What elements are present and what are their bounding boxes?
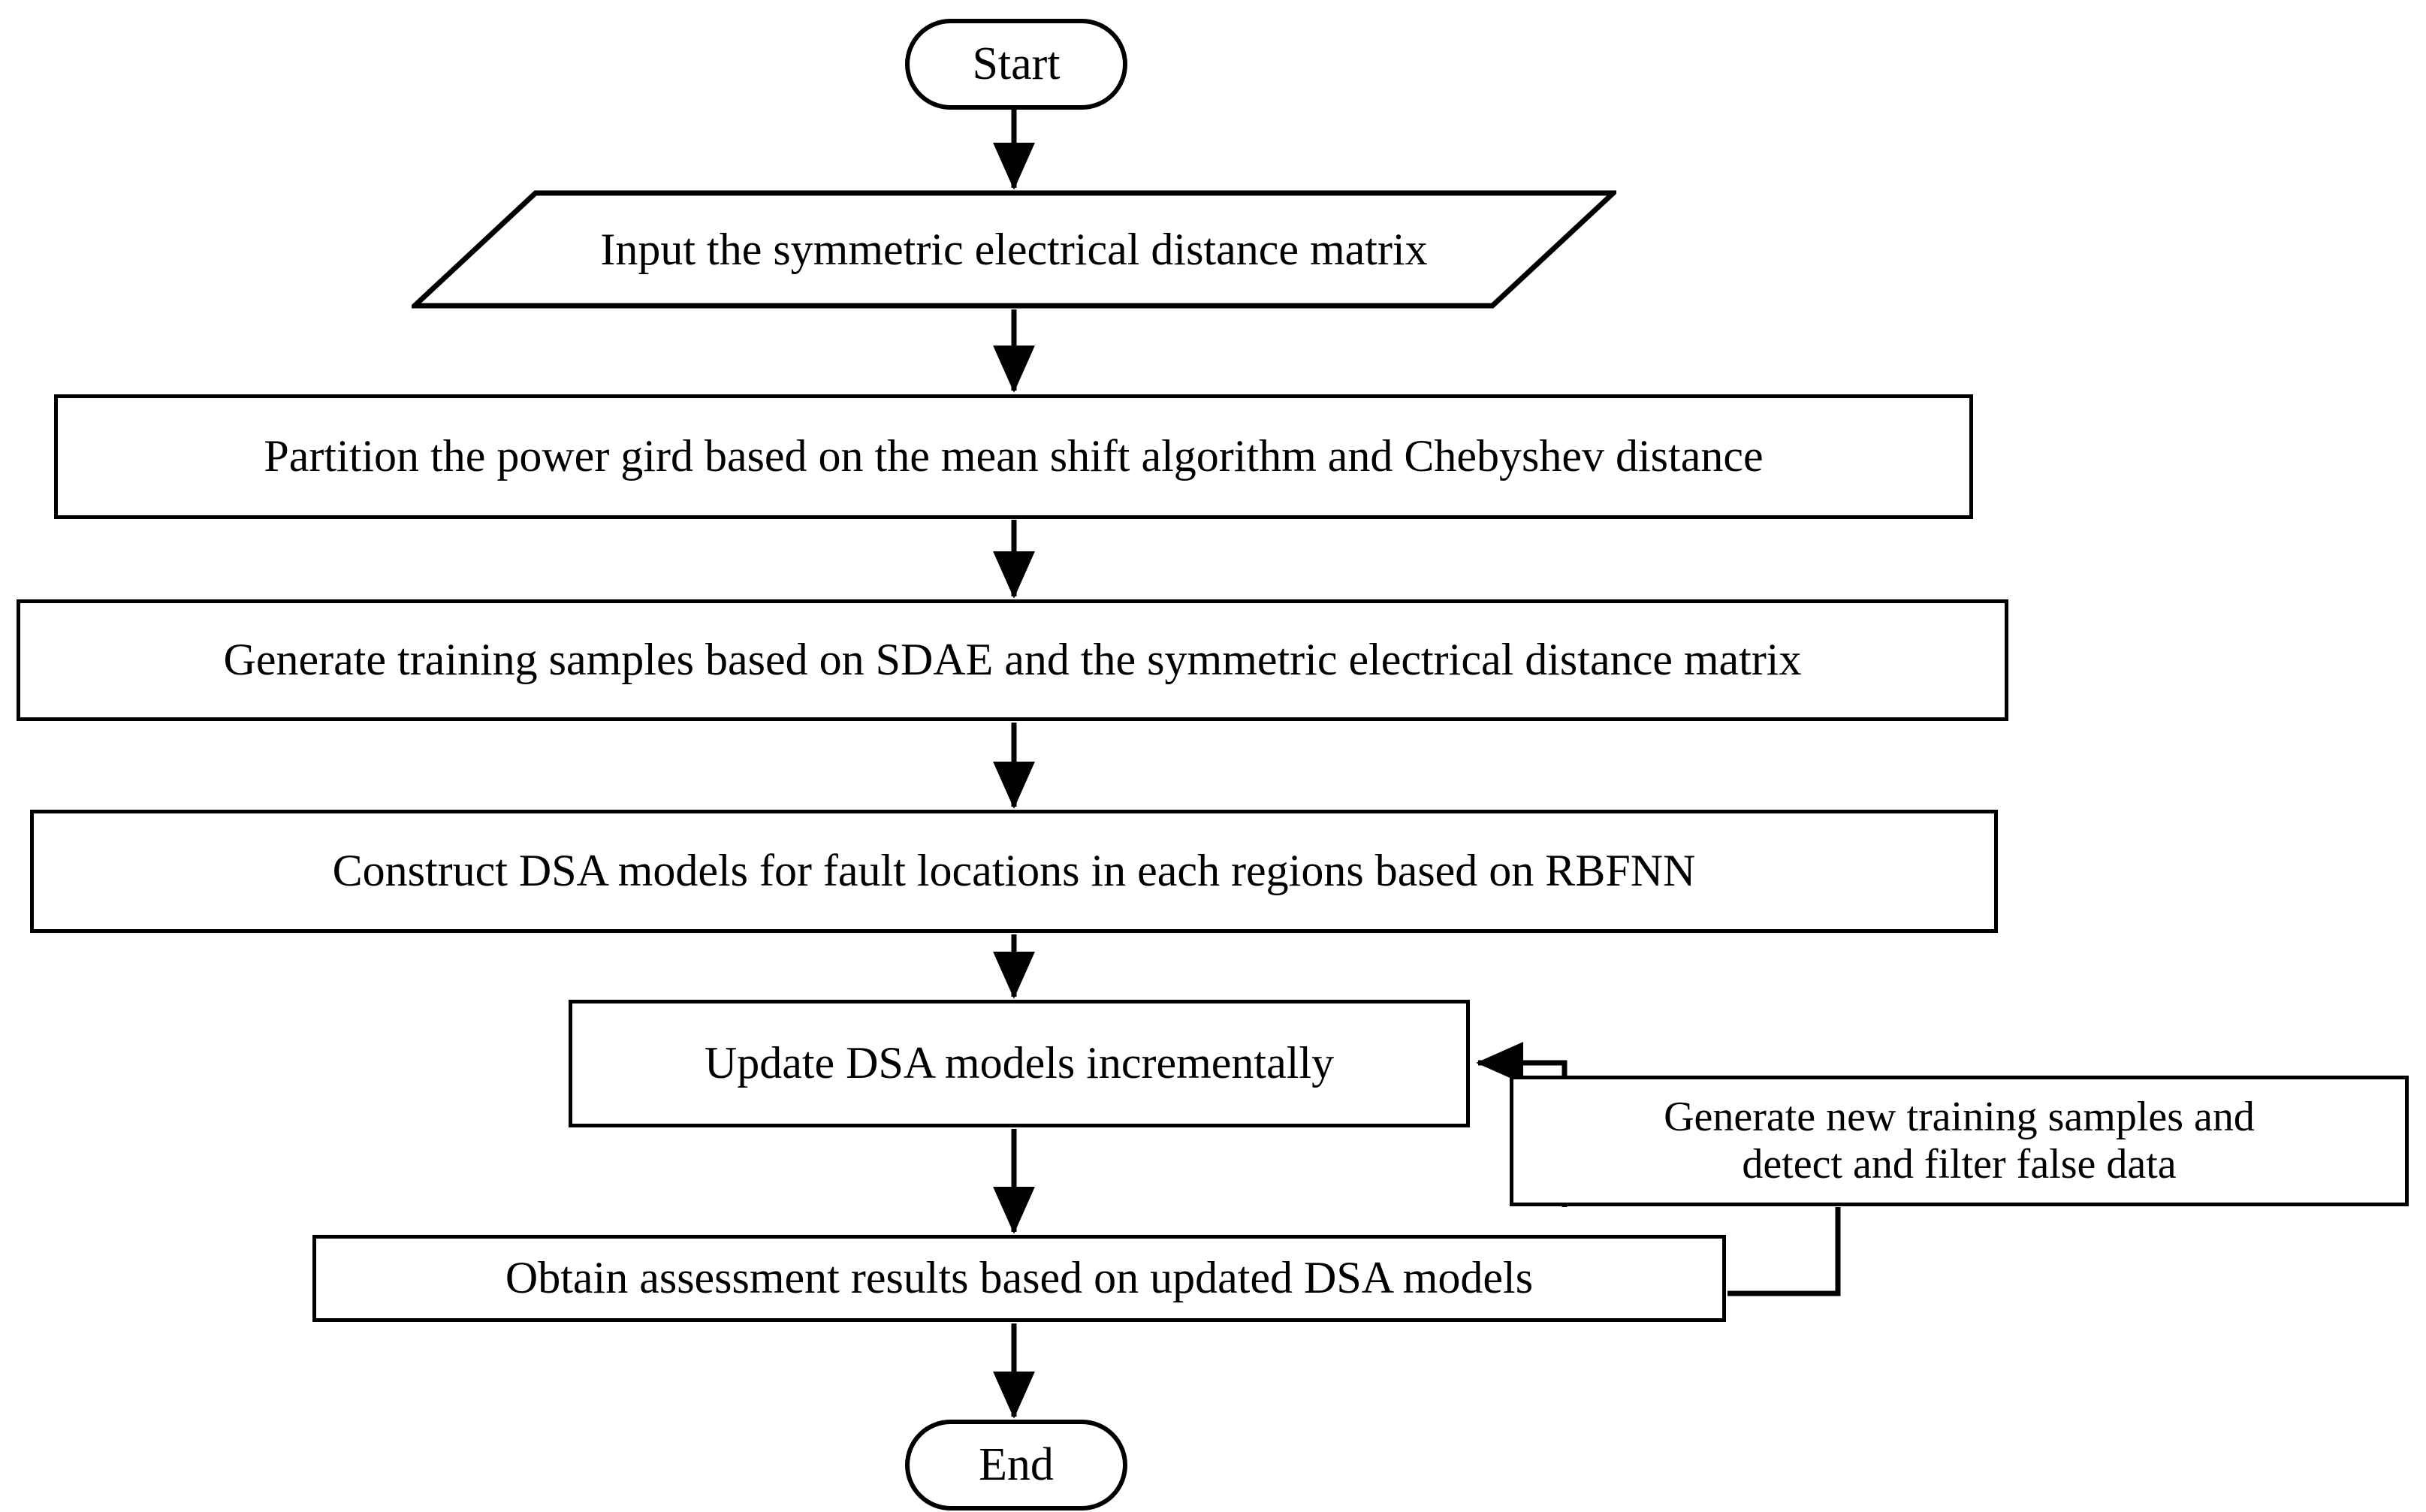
node-start[interactable]: Start <box>905 19 1127 110</box>
node-end-label: End <box>979 1438 1054 1490</box>
node-update-models[interactable]: Update DSA models incrementally <box>569 1000 1470 1127</box>
node-obtain-results[interactable]: Obtain assessment results based on updat… <box>312 1235 1726 1322</box>
node-update-models-label: Update DSA models incrementally <box>704 1038 1335 1088</box>
node-construct-models-label: Construct DSA models for fault locations… <box>332 846 1696 896</box>
parallelogram-shape <box>412 190 1616 309</box>
node-obtain-results-label: Obtain assessment results based on updat… <box>505 1253 1534 1303</box>
node-feedback-label-line2: detect and filter false data <box>1742 1141 2177 1188</box>
node-input-matrix-label: Input the symmetric electrical distance … <box>600 224 1428 274</box>
node-input-matrix[interactable]: Input the symmetric electrical distance … <box>412 190 1616 309</box>
node-partition[interactable]: Partition the power gird based on the me… <box>54 394 1973 519</box>
node-partition-label: Partition the power gird based on the me… <box>264 431 1764 481</box>
node-feedback-text-block: Generate new training samples and detect… <box>1664 1094 2255 1188</box>
edge-obtain-to-feedback <box>1727 1207 1841 1296</box>
node-generate-samples[interactable]: Generate training samples based on SDAE … <box>17 599 2008 721</box>
node-feedback-generate-detect[interactable]: Generate new training samples and detect… <box>1510 1076 2409 1206</box>
node-end[interactable]: End <box>905 1420 1127 1510</box>
node-start-label: Start <box>972 38 1061 89</box>
node-generate-samples-label: Generate training samples based on SDAE … <box>223 635 1802 685</box>
node-construct-models[interactable]: Construct DSA models for fault locations… <box>30 810 1998 933</box>
node-feedback-label-line1: Generate new training samples and <box>1664 1094 2255 1141</box>
